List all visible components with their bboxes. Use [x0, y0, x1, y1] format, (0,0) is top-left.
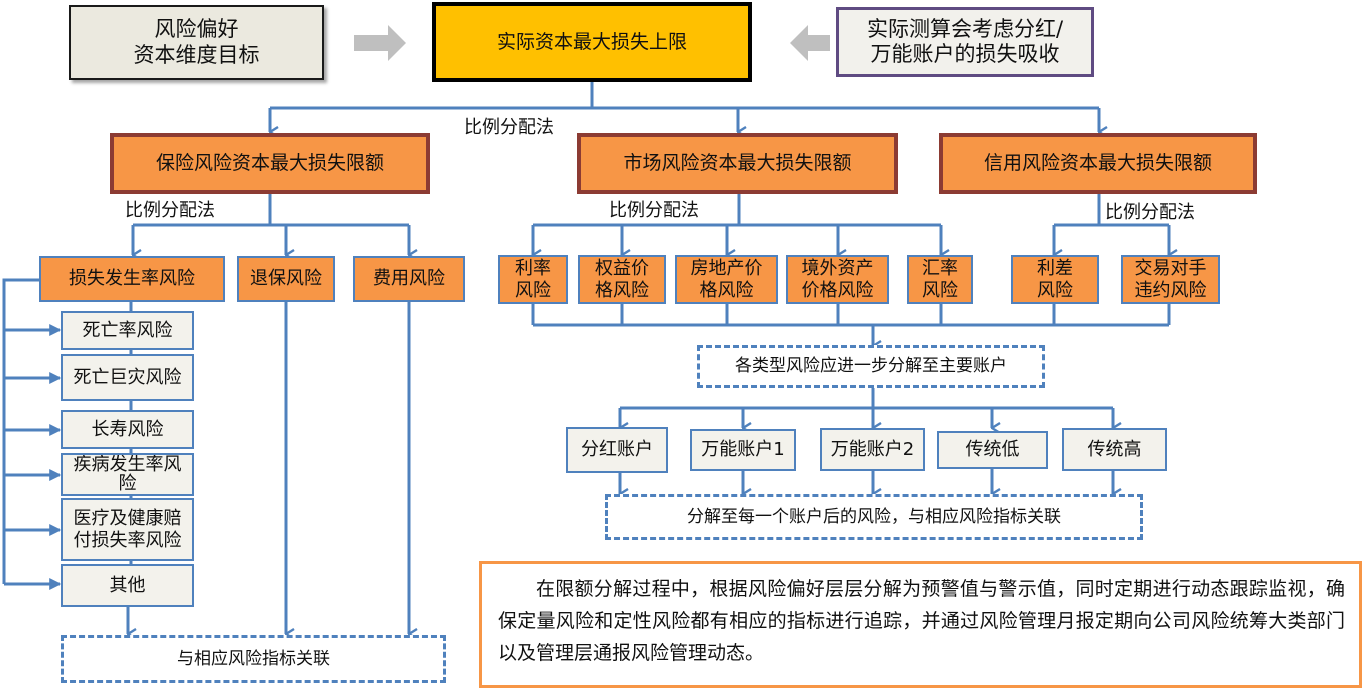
- account-universal-1: 万能账户1: [690, 429, 796, 471]
- insurance-risk-limit-box: 保险风险资本最大损失限额: [110, 133, 430, 194]
- method-label-insurance: 比例分配法: [125, 200, 215, 221]
- credit-risk-limit-box: 信用风险资本最大损失限额: [939, 133, 1257, 194]
- mortality-risk-box: 死亡率风险: [61, 311, 194, 350]
- longevity-risk-box: 长寿风险: [61, 410, 194, 449]
- account-traditional-high: 传统高: [1062, 428, 1167, 471]
- account-traditional-low: 传统低: [937, 431, 1048, 469]
- overseas-asset-price-risk-box: 境外资产 价格风险: [786, 255, 889, 304]
- max-loss-box: 实际资本最大损失上限: [432, 2, 752, 82]
- surrender-risk-box: 退保风险: [237, 256, 335, 302]
- method-label-credit: 比例分配法: [1105, 202, 1195, 223]
- absorption-note-box: 实际测算会考虑分红/ 万能账户的损失吸收: [836, 7, 1094, 77]
- spread-risk-box: 利差 风险: [1011, 255, 1099, 304]
- accounts-header-box: 各类型风险应进一步分解至主要账户: [697, 345, 1045, 388]
- market-risk-limit-box: 市场风险资本最大损失限额: [577, 133, 898, 194]
- process-note-text: 在限额分解过程中，根据风险偏好层层分解为预警值与警示值，同时定期进行动态跟踪监视…: [498, 578, 1345, 664]
- interest-rate-risk-box: 利率 风险: [498, 255, 568, 304]
- process-note-box: 在限额分解过程中，根据风险偏好层层分解为预警值与警示值，同时定期进行动态跟踪监视…: [479, 561, 1362, 688]
- expense-risk-box: 费用风险: [353, 256, 465, 302]
- counterparty-default-risk-box: 交易对手 违约风险: [1121, 255, 1220, 304]
- fx-risk-box: 汇率 风险: [907, 255, 973, 304]
- account-universal-2: 万能账户2: [820, 428, 925, 471]
- right-arrow-icon: [354, 25, 406, 61]
- insurance-link-box: 与相应风险指标关联: [61, 635, 446, 683]
- medical-claims-risk-box: 医疗及健康赔 付损失率风险: [61, 498, 194, 561]
- other-risk-box: 其他: [61, 564, 194, 607]
- equity-price-risk-box: 权益价 格风险: [578, 255, 666, 304]
- morbidity-risk-box: 疾病发生率风 险: [61, 453, 194, 496]
- risk-appetite-box: 风险偏好 资本维度目标: [69, 5, 324, 80]
- left-arrow-icon: [790, 25, 830, 61]
- account-participating: 分红账户: [566, 427, 668, 473]
- method-label-top: 比例分配法: [464, 117, 554, 138]
- real-estate-price-risk-box: 房地产价 格风险: [675, 255, 778, 304]
- accounts-link-box: 分解至每一个账户后的风险，与相应风险指标关联: [605, 494, 1143, 540]
- loss-rate-risk-box: 损失发生率风险: [39, 256, 225, 302]
- catastrophe-risk-box: 死亡巨灾风险: [61, 354, 194, 401]
- method-label-market: 比例分配法: [609, 200, 699, 221]
